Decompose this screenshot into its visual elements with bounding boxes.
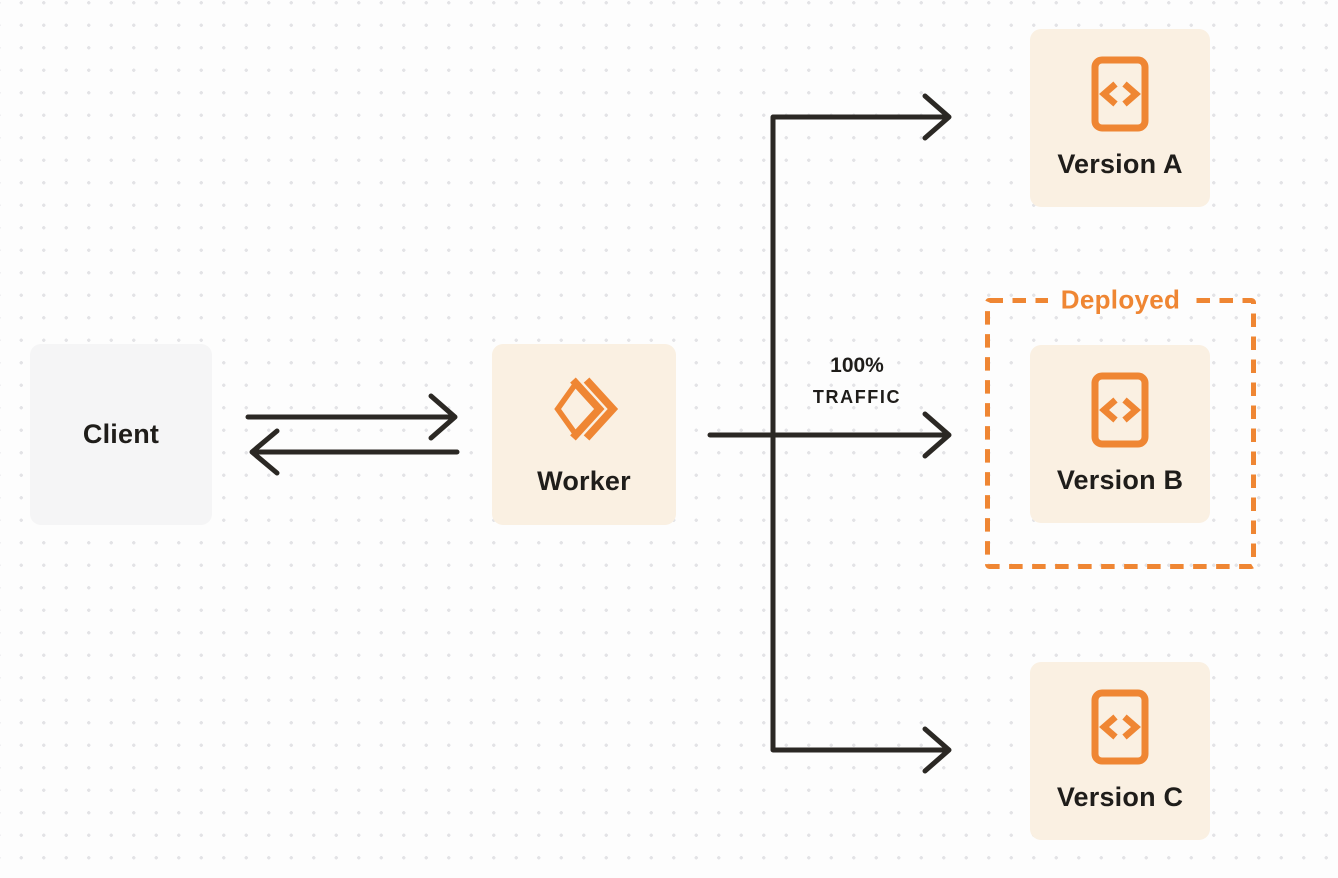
code-file-icon (1091, 689, 1149, 765)
arrow-worker-to-client (249, 428, 460, 476)
traffic-label: 100% TRAFFIC (777, 349, 937, 412)
version-c-node: Version C (1030, 662, 1210, 840)
traffic-word: TRAFFIC (812, 387, 902, 407)
arrow-branch-to-version-a (770, 93, 952, 438)
code-file-icon (1091, 56, 1149, 132)
client-label: Client (82, 419, 160, 449)
worker-node: Worker (492, 344, 676, 525)
version-b-node: Version B (1030, 345, 1210, 523)
version-c-label: Version C (1056, 782, 1184, 812)
client-node: Client (30, 344, 212, 525)
version-b-label: Version B (1056, 465, 1184, 495)
cloudflare-workers-icon (554, 377, 618, 440)
traffic-percent: 100% (830, 354, 884, 377)
version-a-node: Version A (1030, 29, 1210, 207)
arrow-client-to-worker (245, 393, 458, 441)
arrow-worker-to-version-b (707, 411, 952, 459)
deployed-label: Deployed (985, 284, 1256, 316)
code-file-icon (1091, 372, 1149, 448)
worker-label: Worker (537, 465, 631, 496)
version-a-label: Version A (1057, 149, 1183, 179)
arrow-branch-to-version-c (770, 432, 952, 774)
